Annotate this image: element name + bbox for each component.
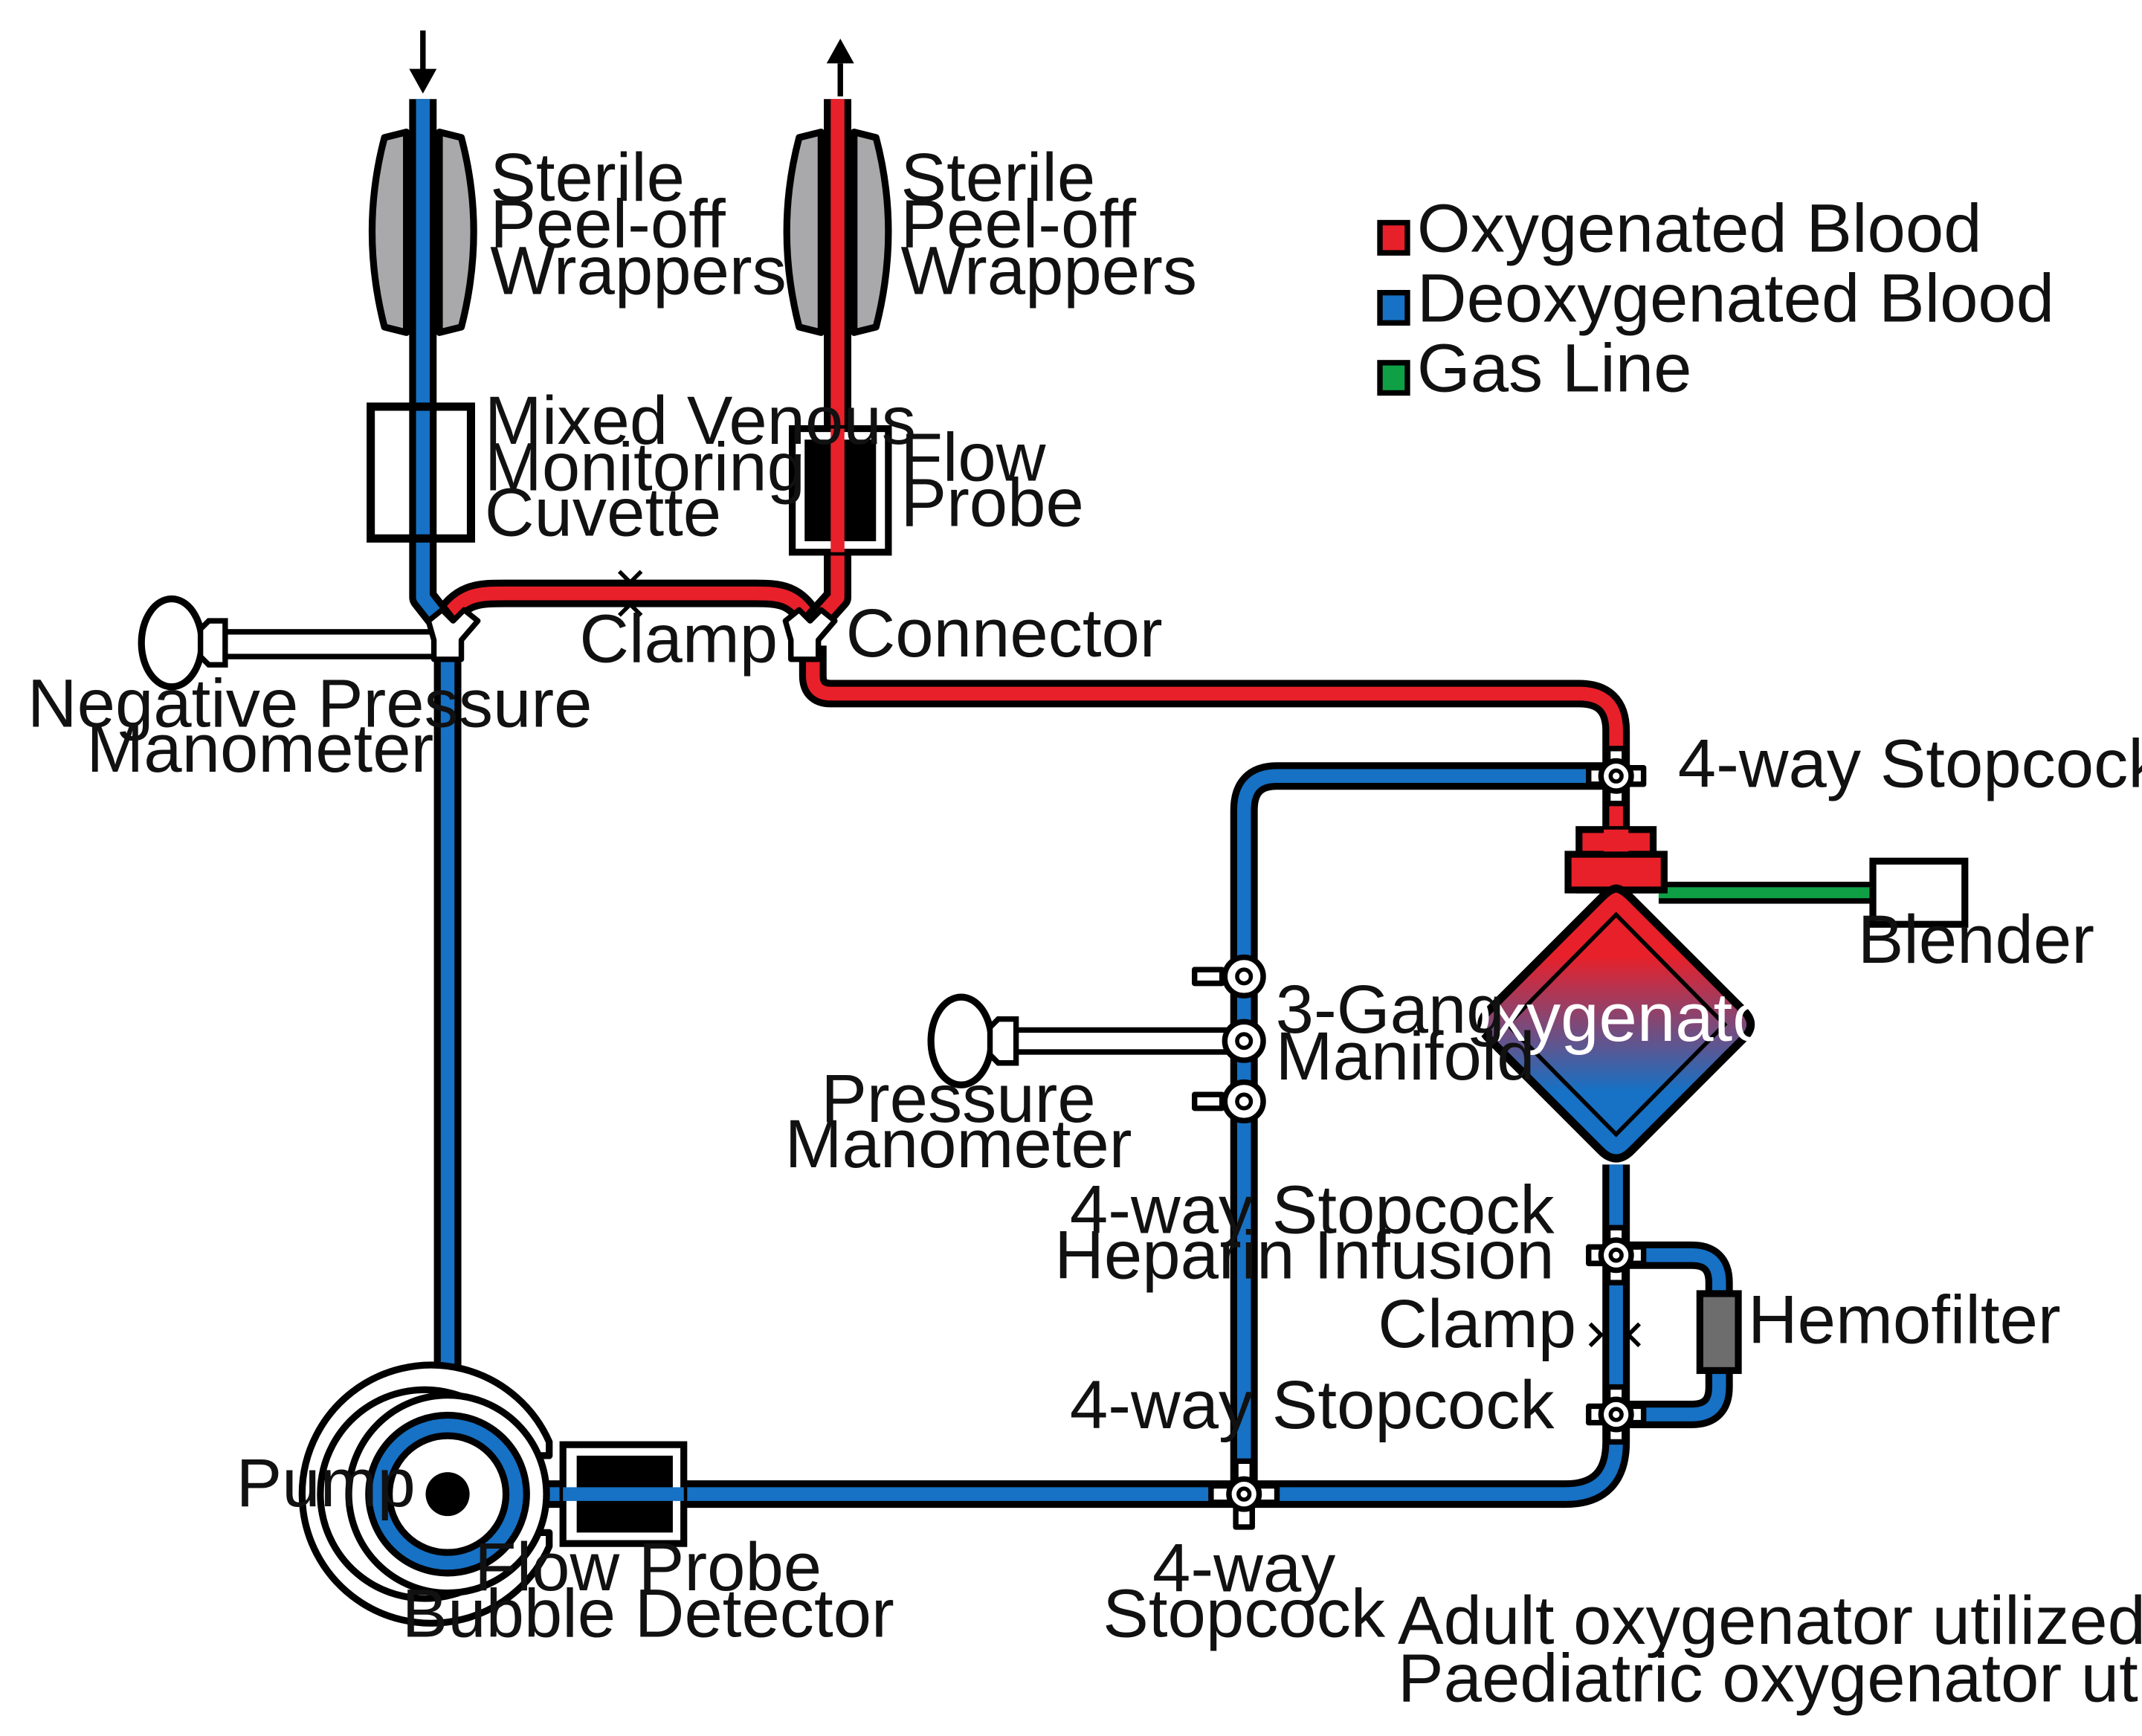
label-neg-manometer-1: Negative Pressure: [28, 664, 592, 741]
label-stopcock-top: 4-way Stopcock: [1678, 725, 2142, 802]
label-flow-probe-bubble-2: Bubble Detector: [402, 1575, 894, 1652]
label-wrapper-left-1: Sterile: [490, 138, 685, 216]
outflow-arrow-icon: [826, 39, 854, 97]
label-stopcock-heparin-2: Heparin Infusion: [1054, 1216, 1554, 1294]
sterile-wrapper-left-icon: [368, 129, 477, 336]
note-paediatric: Paediatric oxygenator utilized with ¼" c…: [1398, 1639, 2142, 1717]
label-wrapper-right-2: Peel-off: [900, 185, 1136, 262]
label-neg-manometer-2: Manometer: [86, 709, 433, 787]
legend-label-oxygenated: Oxygenated Blood: [1417, 189, 1982, 266]
pump-icon: [298, 1361, 553, 1627]
inflow-arrow-icon: [409, 30, 437, 94]
label-stopcock-heparin-1: 4-way Stopcock: [1070, 1171, 1555, 1248]
label-manifold-1: 3-Gang: [1276, 970, 1505, 1048]
negative-manometer-line: [216, 629, 442, 659]
label-manifold-2: Manifold: [1276, 1017, 1535, 1094]
label-wrapper-right-3: Wrappers: [900, 232, 1197, 309]
stopcock-bottom-icon: [1208, 1458, 1280, 1530]
label-pump: Pump: [236, 1444, 416, 1521]
label-pressure-manometer-2: Manometer: [785, 1105, 1132, 1182]
oxygenator-outlet-tube: [799, 645, 1630, 852]
label-flow-probe-2: Probe: [900, 464, 1083, 541]
label-flow-probe-1: Flow: [900, 419, 1045, 496]
label-stopcock-bottom-1: 4-way: [1152, 1529, 1335, 1607]
label-pressure-manometer-1: Pressure: [821, 1059, 1095, 1137]
y-connector-left-icon: [425, 607, 481, 662]
sterile-wrapper-right-icon: [783, 129, 892, 336]
clamp-right-icon: [1588, 1322, 1642, 1348]
label-cuvette-1: Mixed Venous: [485, 381, 916, 459]
label-connector: Connector: [846, 594, 1163, 671]
oxygenator-icon: [1477, 826, 1755, 1163]
y-connector-right-icon: [782, 607, 838, 662]
label-wrapper-right-1: Sterile: [900, 138, 1095, 216]
flow-probe-top-icon: [788, 425, 892, 556]
label-wrapper-left-3: Wrappers: [490, 232, 787, 309]
hemofilter-icon: [1696, 1290, 1742, 1375]
label-flow-probe-bubble-1: Flow Probe: [474, 1528, 822, 1605]
label-cuvette-2: Monitoring: [485, 428, 805, 506]
legend-label-gas: Gas Line: [1417, 329, 1692, 407]
stopcock-top-icon: [1586, 746, 1647, 807]
mixed-venous-cuvette-icon: [367, 402, 475, 543]
recirculation-tube: [1230, 762, 1616, 1494]
pump-outlet-tube: [466, 1164, 1630, 1508]
label-clamp-top: Clamp: [579, 599, 778, 677]
negative-pressure-manometer-icon: [138, 595, 228, 691]
legend: Oxygenated Blood Deoxygenated Blood Gas …: [1377, 189, 2054, 407]
legend-item-oxygenated: Oxygenated Blood: [1377, 189, 1982, 266]
label-oxygenator: Oxygenator: [1439, 978, 1793, 1056]
manifold-stopcock-3-icon: [1192, 1079, 1266, 1124]
label-wrapper-left-2: Peel-off: [490, 185, 726, 262]
blender-icon: [1869, 857, 1969, 928]
clamp-top-icon: [617, 569, 643, 617]
pressure-manometer-line: [1010, 1027, 1236, 1055]
manifold-stopcock-2-icon: [1222, 1019, 1266, 1063]
legend-label-deoxygenated: Deoxygenated Blood: [1417, 259, 2054, 336]
label-stopcock-bottom-2: Stopcock: [1103, 1575, 1386, 1652]
pressure-manometer-icon: [927, 993, 1019, 1088]
flow-probe-bubble-detector-icon: [559, 1441, 688, 1547]
manifold-stopcock-1-icon: [1192, 954, 1266, 998]
label-clamp-right: Clamp: [1378, 1285, 1576, 1362]
label-cuvette-3: Cuvette: [485, 474, 721, 551]
gas-line-tube: [1658, 881, 1874, 904]
label-hemofilter: Hemofilter: [1748, 1280, 2061, 1358]
note-adult: Adult oxygenator utilized with ⅜" circui…: [1398, 1581, 2142, 1659]
stopcock-lower-icon: [1586, 1384, 1647, 1445]
label-stopcock-lower: 4-way Stopcock: [1070, 1366, 1555, 1443]
stopcock-heparin-icon: [1586, 1224, 1647, 1285]
oxygenated-bridge-tube: [428, 579, 827, 639]
legend-item-deoxygenated: Deoxygenated Blood: [1377, 259, 2054, 336]
label-blender: Blender: [1858, 900, 2094, 978]
legend-item-gas: Gas Line: [1377, 329, 1692, 407]
